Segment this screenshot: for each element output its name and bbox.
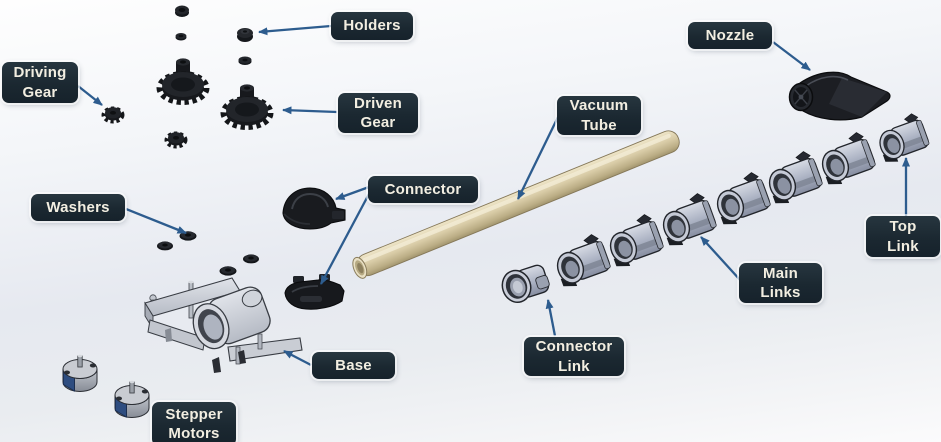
driving-gear-part [101, 106, 125, 124]
arrow-driven-gear [282, 106, 338, 115]
vacuum-tube-part [352, 130, 680, 279]
arrow-connector-lower [319, 191, 372, 285]
connector-lower-part [284, 274, 345, 310]
main-link-part [549, 231, 614, 292]
arrow-washers [125, 207, 187, 235]
label-connector: Connector [368, 176, 478, 203]
base-part [144, 277, 303, 373]
label-nozzle: Nozzle [688, 22, 772, 49]
arrow-main-links [700, 236, 742, 282]
arrow-connector-link [545, 299, 557, 337]
holder-washer-part [175, 33, 187, 41]
label-washers: Washers [31, 194, 125, 221]
arrow-base [283, 349, 312, 367]
label-holders: Holders [331, 12, 413, 40]
label-driving-gear: Driving Gear [2, 62, 78, 103]
small-gear-part [164, 131, 188, 149]
top-link-part [872, 110, 933, 167]
holder-part [237, 28, 253, 42]
links-chain [497, 110, 933, 307]
label-base: Base [312, 352, 395, 379]
arrow-nozzle [772, 41, 811, 71]
label-top-link: Top Link [866, 216, 940, 257]
arrow-connector-upper [335, 185, 370, 201]
connector-upper-part [282, 187, 346, 230]
washers-group [157, 231, 259, 276]
stepper-motor-part [62, 354, 98, 392]
main-link-part [602, 211, 667, 272]
main-link-part [709, 169, 774, 230]
gear-large-part [156, 58, 210, 105]
arrow-vacuum-tube [516, 116, 560, 200]
driven-gear-part [220, 84, 274, 130]
main-link-part [761, 148, 826, 209]
main-link-part [814, 129, 879, 190]
label-vacuum-tube: Vacuum Tube [557, 96, 641, 135]
label-connector-link: Connector Link [524, 337, 624, 376]
label-driven-gear: Driven Gear [338, 93, 418, 133]
connector-link-part [497, 260, 553, 307]
arrow-driving-gear [77, 85, 103, 106]
main-link-part [655, 190, 720, 251]
nozzle-part [788, 71, 891, 121]
holder-part [175, 5, 189, 17]
stepper-motor-part [114, 380, 150, 418]
label-main-links: Main Links [739, 263, 822, 303]
leader-arrows [77, 24, 910, 367]
label-stepper-motors: Stepper Motors [152, 402, 236, 442]
holder-washer-part [238, 56, 252, 65]
arrow-holders [258, 24, 332, 36]
